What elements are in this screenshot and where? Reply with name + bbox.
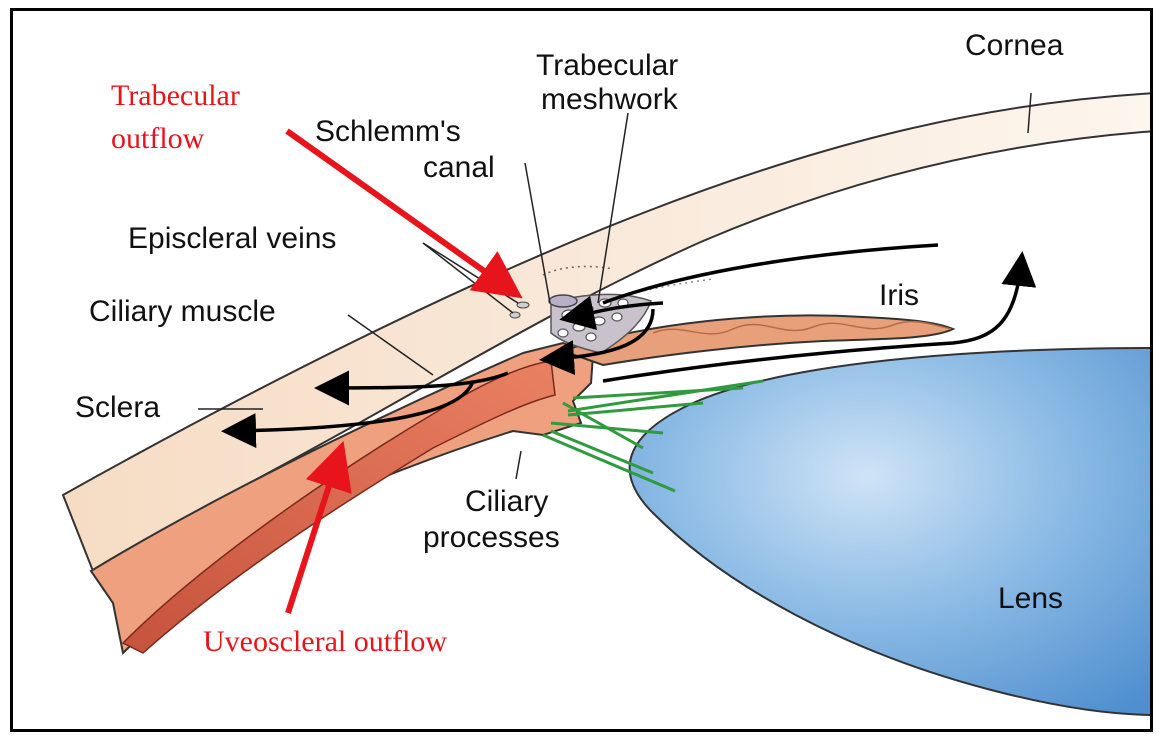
label-episcleral-veins: Episcleral veins <box>128 222 336 255</box>
eye-anatomy-diagram: Cornea Trabecular meshwork Schlemm's can… <box>13 11 1153 732</box>
label-ciliary-muscle: Ciliary muscle <box>89 295 276 328</box>
label-ciliary-processes-1: Ciliary <box>465 485 548 518</box>
episcleral-vein-1 <box>517 302 529 308</box>
label-trabecular-meshwork-2: meshwork <box>541 83 679 116</box>
label-trabecular-meshwork-1: Trabecular <box>536 49 678 82</box>
label-sclera: Sclera <box>75 391 160 424</box>
annotation-trabecular-outflow-2: outflow <box>111 122 205 155</box>
label-lens: Lens <box>998 582 1063 615</box>
label-ciliary-processes-2: processes <box>423 521 560 554</box>
label-cornea: Cornea <box>965 29 1064 62</box>
label-iris: Iris <box>879 279 919 312</box>
lens <box>630 348 1153 715</box>
episcleral-vein-2 <box>510 312 520 318</box>
label-schlemms-2: canal <box>423 151 495 184</box>
annotation-uveoscleral-outflow: Uveoscleral outflow <box>203 625 447 658</box>
annotation-trabecular-outflow-1: Trabecular <box>111 79 240 112</box>
diagram-frame: Cornea Trabecular meshwork Schlemm's can… <box>10 8 1153 732</box>
schlemms-canal <box>549 295 577 307</box>
label-schlemms-1: Schlemm's <box>315 115 461 148</box>
